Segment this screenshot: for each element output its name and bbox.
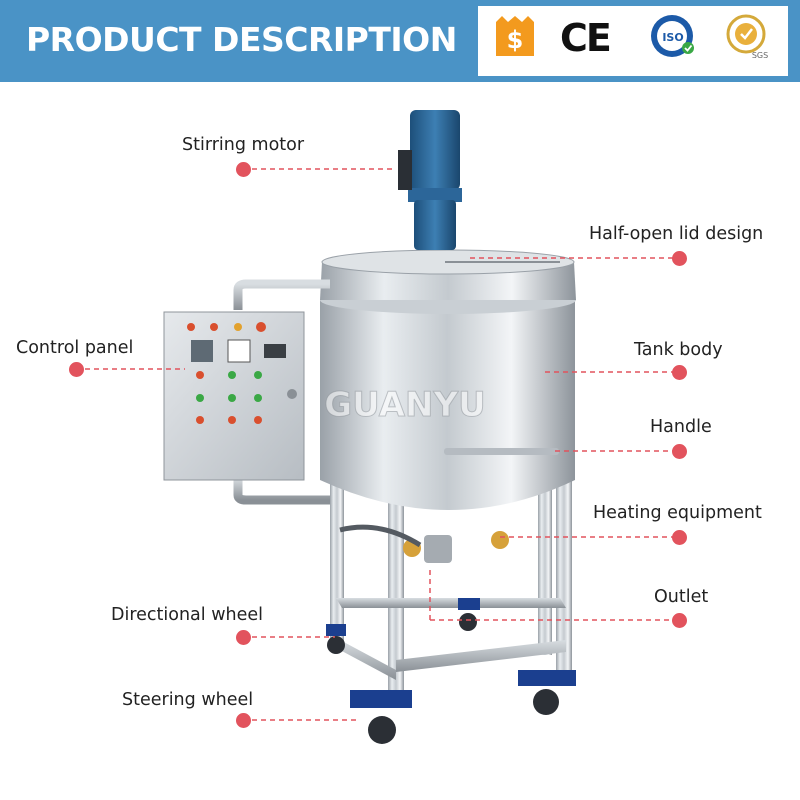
label-handle: Handle [650,417,712,437]
mixing-tank-illustration [163,110,576,744]
callout-dot-steering-wheel [236,713,251,728]
svg-text:$: $ [507,26,524,54]
page-title: PRODUCT DESCRIPTION [26,20,457,59]
iso-icon [651,15,694,57]
callout-dot-tank-body [672,365,687,380]
label-steering-wheel: Steering wheel [122,690,254,710]
label-outlet: Outlet [654,587,709,607]
callout-dot-heating-equipment [672,530,687,545]
label-directional-wheel: Directional wheel [111,605,264,625]
ce-mark-icon: CE [560,16,612,60]
label-stirring-motor: Stirring motor [182,135,305,155]
callout-dot-directional-wheel [236,630,251,645]
svg-text:SGS: SGS [752,51,768,60]
callout-dot-half-open-lid [672,251,687,266]
svg-text:ISO: ISO [662,31,683,44]
callout-dot-outlet [672,613,687,628]
label-half-open-lid: Half-open lid design [589,224,764,244]
gold-supplier-icon: $ [496,16,534,56]
label-control-panel: Control panel [16,338,134,358]
sgs-icon: SGS [726,14,768,60]
label-heating-equipment: Heating equipment [593,503,762,523]
callout-dot-stirring-motor [236,162,251,177]
callout-dot-handle [672,444,687,459]
label-tank-body: Tank body [634,340,723,360]
watermark-logo: GUANYU [324,385,486,426]
callout-dot-control-panel [69,362,84,377]
watermark-text: GUANYU [324,385,485,425]
iso-text: ISO [662,31,683,44]
